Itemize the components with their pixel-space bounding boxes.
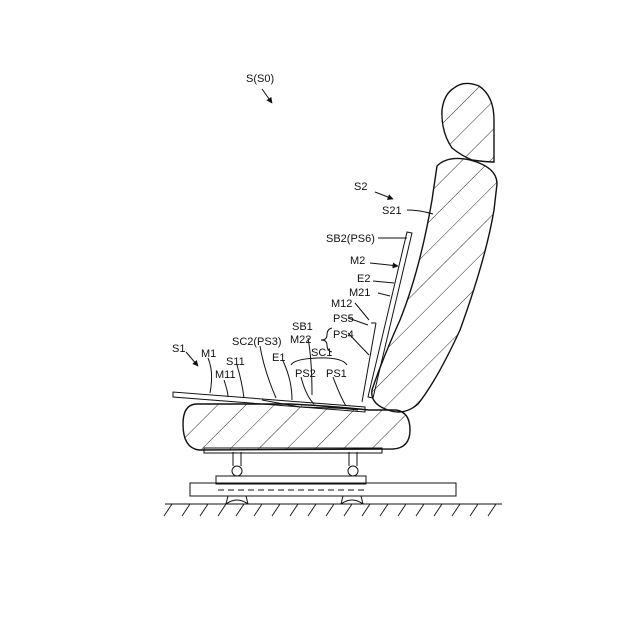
label-sc1: SC1 <box>311 347 332 359</box>
label-ps4: PS4 <box>333 329 354 341</box>
label-s-s0: S(S0) <box>246 73 274 85</box>
label-sb1: SB1 <box>292 321 313 333</box>
label-sc2: SC2(PS3) <box>232 336 282 348</box>
labels: S(S0) S2 S21 SB2(PS6) M2 E2 M21 M12 SB1 … <box>172 73 402 381</box>
label-e2: E2 <box>357 273 370 285</box>
label-m1: M1 <box>201 348 216 360</box>
floor <box>164 504 502 516</box>
label-m22: M22 <box>290 334 311 346</box>
seat-legs <box>204 448 382 476</box>
label-sb2: SB2(PS6) <box>326 233 375 245</box>
headrest <box>442 83 494 162</box>
seat-rail <box>190 476 456 504</box>
label-e1: E1 <box>272 352 285 364</box>
label-ps5: PS5 <box>333 313 354 325</box>
seat-back <box>372 158 497 412</box>
label-m12: M12 <box>331 298 352 310</box>
floor-hatching <box>164 504 496 516</box>
label-s2: S2 <box>354 181 367 193</box>
label-ps2: PS2 <box>295 368 316 380</box>
label-s11: S11 <box>226 356 245 368</box>
seat-cushion <box>183 404 410 450</box>
label-s21: S21 <box>382 205 402 217</box>
label-m11: M11 <box>215 369 236 381</box>
label-m2: M2 <box>350 255 365 267</box>
label-s1: S1 <box>172 343 185 355</box>
label-ps1: PS1 <box>326 368 347 380</box>
